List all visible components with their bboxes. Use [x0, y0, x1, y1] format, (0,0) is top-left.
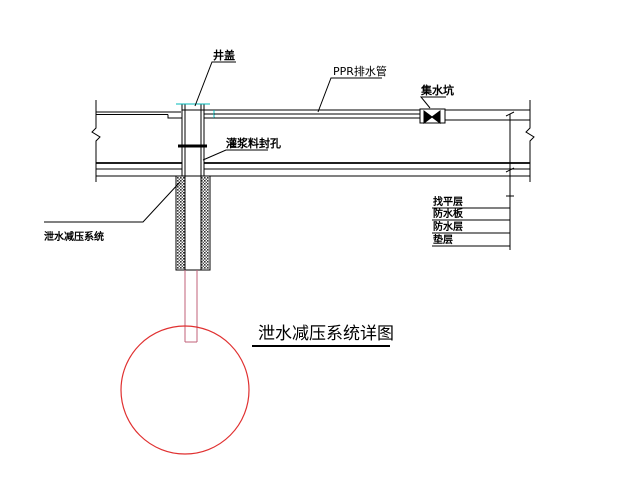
drawing-title: 泄水减压系统详图: [258, 324, 394, 344]
label-leveling-layer: 找平层: [433, 195, 463, 208]
drain-tube: [184, 270, 198, 343]
sump-valve: [419, 108, 446, 124]
label-grout-seal: 灌浆料封孔: [226, 136, 281, 150]
label-waterproof-board: 防水板: [433, 207, 464, 220]
relief-pipe: [175, 175, 211, 271]
leader-lines: [44, 61, 515, 250]
label-waterproof-layer: 防水层: [433, 220, 463, 233]
well-shaft: [176, 103, 210, 176]
relief-well-circle: [120, 325, 250, 455]
floor-slab: [91, 100, 535, 182]
label-relief-system: 泄水减压系统: [44, 230, 104, 243]
label-ppr-pipe: PPR排水管: [333, 64, 387, 78]
label-cushion-layer: 垫层: [433, 233, 453, 246]
label-well-cover: 井盖: [213, 48, 235, 62]
ppr-pipe: [213, 110, 530, 121]
label-sump: 集水坑: [420, 83, 454, 97]
